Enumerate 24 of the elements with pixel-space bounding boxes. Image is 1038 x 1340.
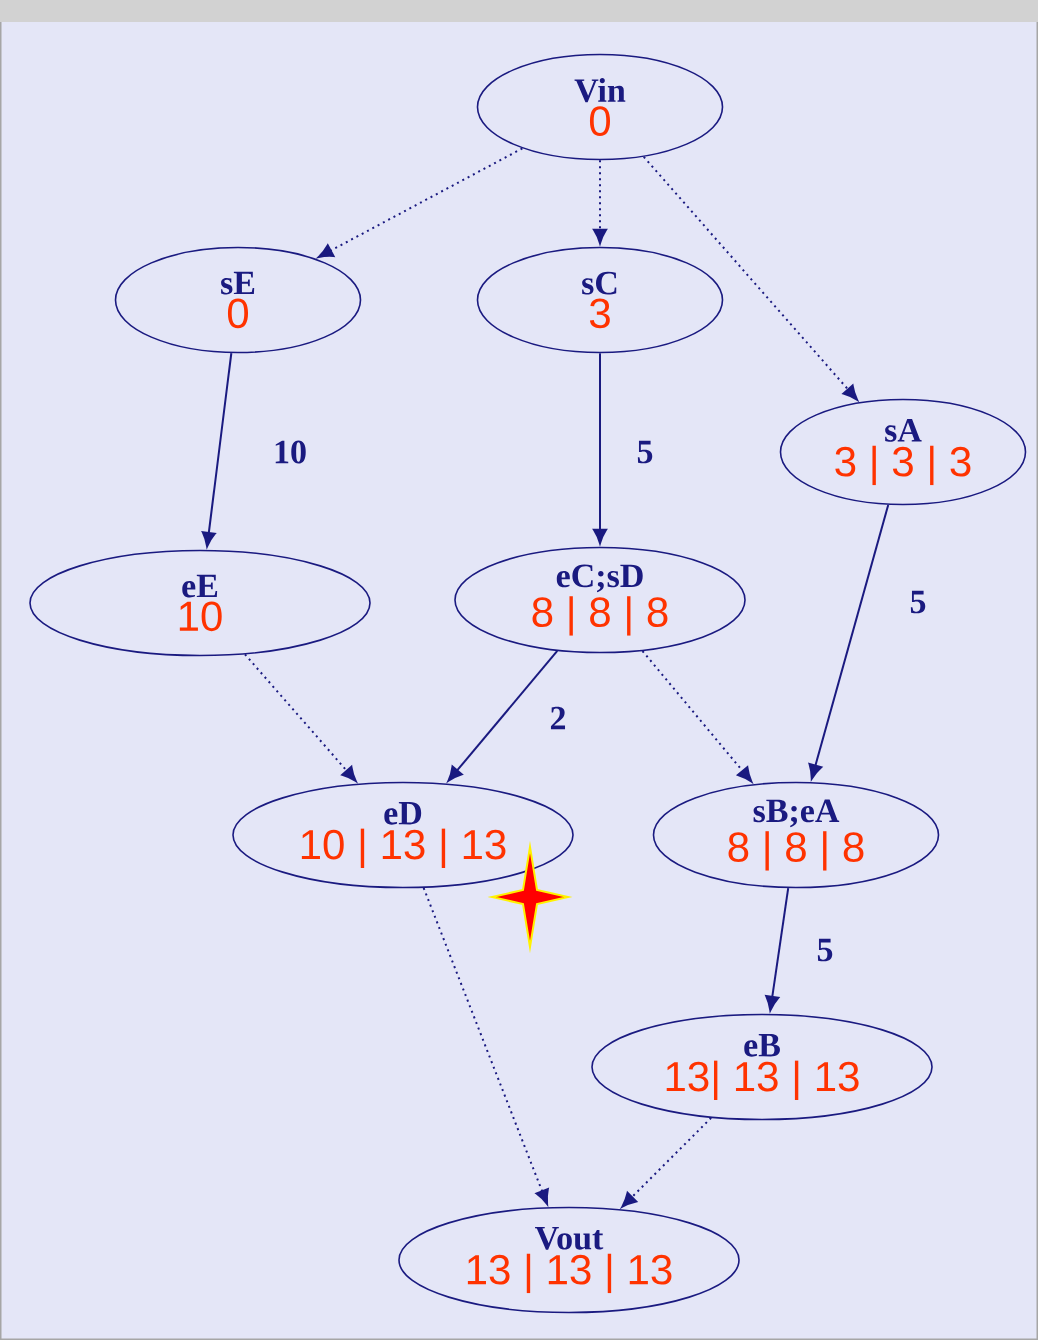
ellipse-node: eB 13| 13 | 13 (591, 1013, 933, 1121)
ellipse-node: eE 10 (29, 549, 371, 657)
ellipse-node: eC;sD 8 | 8 | 8 (454, 546, 746, 654)
arrow (447, 649, 559, 782)
arrow (808, 503, 890, 780)
arrow (765, 887, 790, 1012)
arrow (592, 159, 608, 245)
arrow (642, 155, 858, 401)
edge-label: 2 (547, 704, 569, 732)
arrow (244, 653, 357, 782)
ellipse-node: Vout 13 | 13 | 13 (398, 1206, 740, 1314)
arrow (201, 352, 233, 548)
ellipse-node: Vin 0 (476, 53, 724, 161)
ellipse-node: sB;eA 8 | 8 | 8 (652, 781, 940, 889)
ellipse-node: sE 0 (114, 246, 362, 354)
arrow (592, 352, 608, 545)
ellipse-node: sC 3 (476, 246, 724, 354)
arrow (641, 650, 753, 783)
ellipse-node: eD 10 | 13 | 13 (232, 781, 574, 889)
ellipse-node: sA 3 | 3 | 3 (779, 398, 1027, 506)
arrow (317, 147, 524, 258)
arrow (621, 1116, 713, 1208)
arrow (422, 886, 549, 1205)
edge-label: 10 (271, 438, 309, 466)
